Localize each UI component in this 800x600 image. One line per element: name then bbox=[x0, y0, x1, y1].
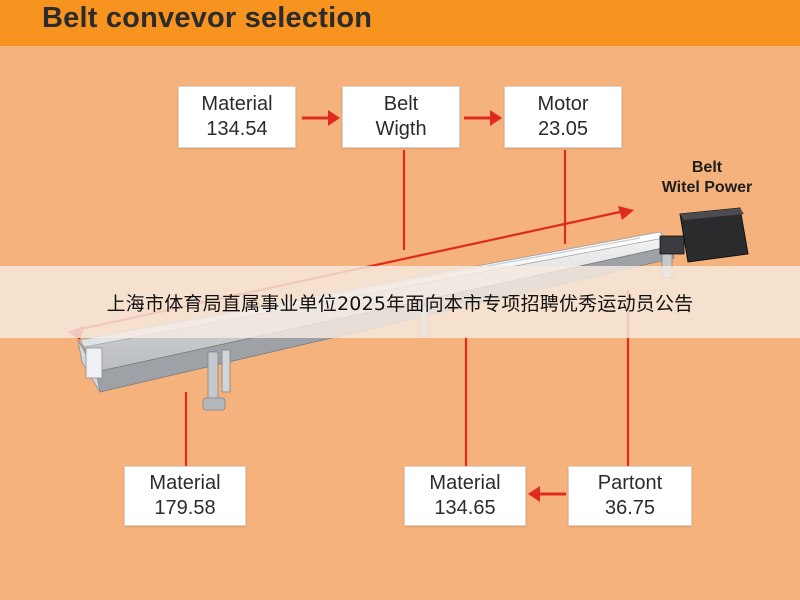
belt-width-box-label: Belt bbox=[383, 93, 419, 115]
motor-box-value: 23.05 bbox=[537, 118, 589, 140]
belt-width-box: Belt Wigth bbox=[342, 86, 460, 148]
flow-arrows bbox=[68, 110, 634, 502]
material-box-bottom-center: Material 134.65 bbox=[404, 466, 526, 526]
announcement-banner: 上海市体育局直属事业单位2025年面向本市专项招聘优秀运动员公告 bbox=[0, 266, 800, 338]
material-box-top-value: 134.54 bbox=[206, 118, 268, 140]
motor-unit bbox=[659, 207, 749, 263]
belt-power-label-line2: Witel Power bbox=[661, 179, 753, 196]
material-box-bottom-left-label: Material bbox=[149, 472, 221, 494]
partont-box-value: 36.75 bbox=[604, 497, 656, 519]
motor-box: Motor 23.05 bbox=[504, 86, 622, 148]
material-box-bottom-left-value: 179.58 bbox=[154, 497, 216, 519]
partont-box: Partont 36.75 bbox=[568, 466, 692, 526]
announcement-banner-text: 上海市体育局直属事业单位2025年面向本市专项招聘优秀运动员公告 bbox=[106, 292, 694, 315]
page-title: Belt convevor selection bbox=[42, 2, 373, 34]
material-box-bottom-center-label: Material bbox=[429, 472, 501, 494]
title-bar: Belt convevor selection bbox=[0, 0, 800, 46]
material-box-top: Material 134.54 bbox=[178, 86, 296, 148]
belt-power-label-line1: Belt bbox=[691, 159, 723, 176]
partont-box-label: Partont bbox=[597, 472, 663, 494]
motor-box-label: Motor bbox=[537, 93, 589, 115]
belt-width-box-value: Wigth bbox=[375, 118, 427, 140]
material-box-bottom-center-value: 134.65 bbox=[434, 497, 496, 519]
material-box-bottom-left: Material 179.58 bbox=[124, 466, 246, 526]
belt-power-label: Belt Witel Power bbox=[632, 158, 782, 198]
material-box-top-label: Material bbox=[201, 93, 273, 115]
